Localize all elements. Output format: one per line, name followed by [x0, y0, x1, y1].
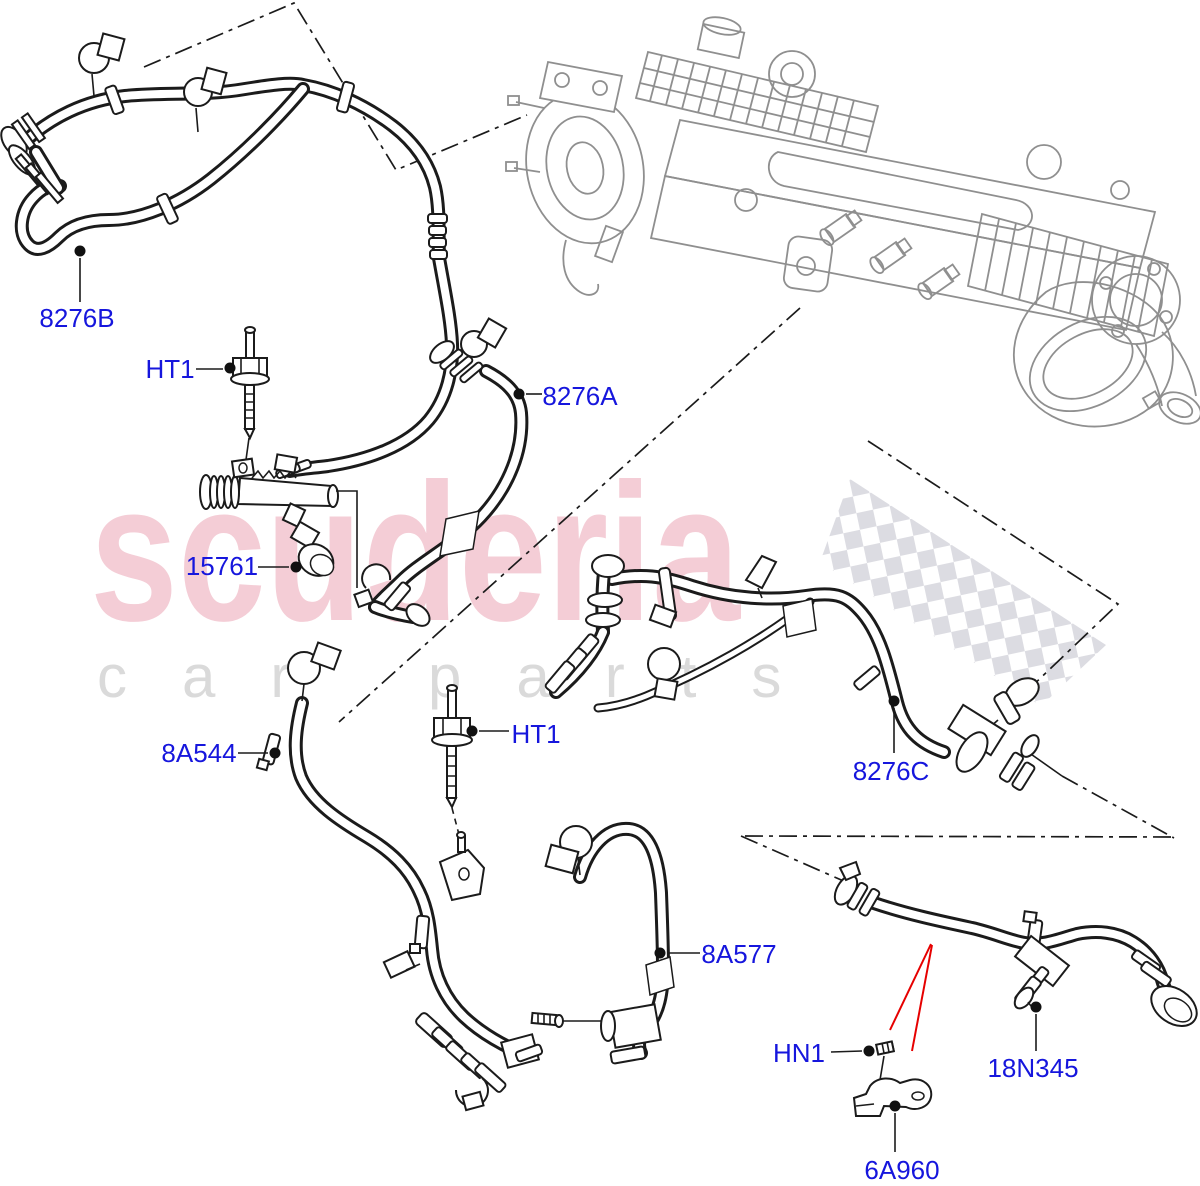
mount-bracket [438, 831, 486, 902]
bolt [530, 1011, 564, 1028]
part-label-HN1[interactable]: HN1 [772, 1038, 826, 1068]
part-label-18N345[interactable]: 18N345 [987, 1053, 1079, 1083]
hose-clip [460, 317, 508, 358]
elbow-end [353, 563, 431, 627]
callout-dot-18N345 [1030, 1001, 1042, 1013]
part-label-8A544[interactable]: 8A544 [161, 738, 237, 768]
sensor-15761 [281, 502, 335, 577]
ribbed-bellows [544, 633, 600, 694]
part-label-8A577[interactable]: 8A577 [701, 939, 777, 969]
callout-dot-HT1-top [224, 362, 236, 374]
quick-connect-cluster [947, 677, 1040, 791]
ribbed-hose-end [833, 860, 881, 917]
phantom-lines [143, 1, 1178, 887]
coolant-ports [819, 209, 961, 300]
part-label-15761[interactable]: 15761 [185, 551, 259, 581]
water-valve-assembly [199, 453, 358, 588]
ht1-stud-middle [431, 684, 473, 847]
ribbed-elbow-cluster [415, 1011, 606, 1112]
hose-8276b [0, 32, 460, 480]
hose-clip [183, 66, 228, 133]
callout-dot-15761 [290, 561, 302, 573]
ribbed-elbow-end [1131, 949, 1198, 1027]
hose-clip [78, 32, 126, 97]
callout-dot-8276C [888, 695, 900, 707]
hn1-bolt [874, 1040, 896, 1093]
branch-quick-connect [1013, 934, 1071, 1011]
watermark-tagline-parts: parts [428, 643, 836, 710]
checkered-flag-watermark [820, 479, 1106, 706]
worm-clamp [648, 566, 678, 629]
callout-dot-8A577 [654, 947, 666, 959]
intercooler-inlet-turret [696, 16, 746, 60]
hose-clip [647, 647, 681, 701]
ribbed-coupler [427, 213, 448, 260]
mounting-tab [782, 235, 834, 293]
callout-dot-8276B [74, 245, 86, 257]
part-label-8276B[interactable]: 8276B [39, 303, 115, 333]
part-label-6A960[interactable]: 6A960 [864, 1155, 940, 1185]
part-label-HT1-top[interactable]: HT1 [145, 354, 195, 384]
bottom-connector [600, 1003, 662, 1065]
ribbed-hose-end [429, 340, 484, 384]
callout-markers [74, 245, 1042, 1152]
callout-dot-HN1 [863, 1045, 875, 1057]
watermark-layer: scuderia car parts [90, 443, 1106, 710]
hose-8a544 [255, 641, 606, 1112]
watermark-tagline-car: car [97, 643, 345, 710]
part-label-8276C[interactable]: 8276C [852, 756, 930, 786]
hose-end-fittings [0, 112, 65, 205]
hose-tag [782, 598, 817, 638]
callout-dot-HT1-mid [466, 725, 478, 737]
intercooler-fins [639, 54, 875, 147]
intake-horn [1013, 281, 1174, 428]
ht1-stud-top [230, 326, 270, 468]
flag-tab [744, 554, 778, 599]
hose-clip [287, 641, 342, 702]
hose-tag [645, 956, 675, 996]
hose-8276a [353, 317, 529, 627]
intercooler-front-face [649, 174, 1142, 332]
engine-assembly [505, 16, 1200, 428]
bracket-6a960 [852, 1077, 933, 1117]
callout-dot-8276A [513, 388, 525, 400]
red-pointer-arrow [889, 943, 933, 1052]
intercooler-channel-groove [768, 151, 1033, 231]
part-label-HT1-mid[interactable]: HT1 [511, 719, 561, 749]
callout-dot-6A960 [889, 1100, 901, 1112]
callout-dot-8A544 [269, 747, 281, 759]
part-label-8276A[interactable]: 8276A [542, 381, 618, 411]
hose-8a577 [544, 821, 675, 1065]
dome-cap [591, 554, 625, 578]
hose-tag [439, 510, 480, 557]
flag-tab [382, 949, 421, 979]
throttle-body [505, 60, 645, 296]
watermark-brand-text: scuderia [90, 443, 742, 662]
hose-18n345 [833, 860, 1198, 1027]
hose-clip [544, 825, 593, 876]
